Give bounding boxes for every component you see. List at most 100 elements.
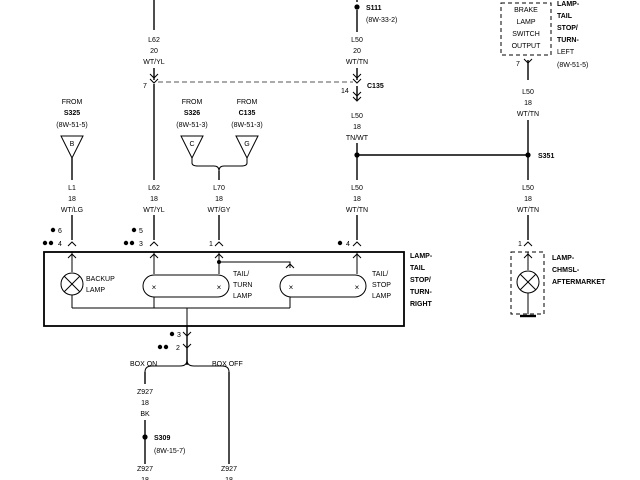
splice-s309-ref: (8W-15-7) xyxy=(154,448,185,455)
brake-switch-pin: 7 xyxy=(516,61,520,68)
pin-1-right: 1 xyxy=(518,241,522,248)
brake-switch-line-2: LAMP xyxy=(516,19,535,26)
wire-l50-right-low-gauge: 18 xyxy=(524,196,532,203)
brake-switch-line-3: SWITCH xyxy=(512,31,540,38)
tail-stop-lamp-label-1: TAIL/ xyxy=(372,271,388,278)
splice-s351-id: S351 xyxy=(538,153,554,160)
wire-z927-c-name: Z927 xyxy=(221,466,237,473)
internal-wire-l70-branch xyxy=(219,261,291,268)
lamp-tail-left-line-3: STOP/ xyxy=(557,25,578,32)
source-s326-pin: C xyxy=(189,141,194,148)
pin-marker-dot xyxy=(337,240,343,246)
source-s325-from: FROM xyxy=(62,99,83,106)
wire-l62-low-color: WT/YL xyxy=(143,207,164,214)
lamp-tail-left-line-5: LEFT xyxy=(557,49,575,56)
wire-l62-top-color: WT/YL xyxy=(143,59,164,66)
internal-chevron-l50 xyxy=(352,253,362,259)
wire-l50-right-low-color: WT/TN xyxy=(517,207,539,214)
pin-marker-dot xyxy=(129,240,135,246)
wire-l62-top-name: L62 xyxy=(148,37,160,44)
tail-turn-lamp-filament-right: × xyxy=(217,283,222,292)
wire-l62-low-gauge: 18 xyxy=(150,196,158,203)
chmsl-label-2: CHMSL- xyxy=(552,267,580,274)
tail-stop-lamp-label-2: STOP xyxy=(372,282,391,289)
lamp-tail-left-line-2: TAIL xyxy=(557,13,573,20)
source-s325-id: S325 xyxy=(64,110,80,117)
source-c135-from: FROM xyxy=(237,99,258,106)
wire-z927-c-gauge: 18 xyxy=(225,477,233,480)
lamp-assembly-title-5: RIGHT xyxy=(410,301,433,308)
internal-chevron-l62 xyxy=(149,253,159,259)
splice-s309-dot xyxy=(142,434,148,440)
connector-c135-name: C135 xyxy=(367,83,384,90)
chmsl-label-3: AFTERMARKET xyxy=(552,279,606,286)
lamp-assembly-title-4: TURN- xyxy=(410,289,432,296)
source-join-brace xyxy=(191,158,248,172)
box-option-brace xyxy=(144,359,230,373)
internal-chevron-l70 xyxy=(214,253,224,259)
tail-stop-lamp-icon xyxy=(279,274,367,298)
pin-marker-dot xyxy=(169,331,175,337)
wire-l70-gauge: 18 xyxy=(215,196,223,203)
source-s326-from: FROM xyxy=(182,99,203,106)
wire-l50-mid-gauge: 18 xyxy=(353,124,361,131)
wire-l1-name: L1 xyxy=(68,185,76,192)
pin-4: 4 xyxy=(58,241,62,248)
pin-marker-dot xyxy=(42,240,48,246)
wire-l50-right-low-name: L50 xyxy=(522,185,534,192)
pin-6: 6 xyxy=(58,228,62,235)
brake-switch-line-4: OUTPUT xyxy=(512,43,542,50)
tail-stop-lamp-filament-right: × xyxy=(355,283,360,292)
pin-3b: 3 xyxy=(177,332,181,339)
wire-l1-color: WT/LG xyxy=(61,207,83,214)
source-c135-ref: (8W-51-3) xyxy=(231,122,262,129)
wire-z927-b-name: Z927 xyxy=(137,466,153,473)
source-s326-id: S326 xyxy=(184,110,200,117)
pin-marker-dot xyxy=(163,344,169,350)
wire-l50-low-gauge: 18 xyxy=(353,196,361,203)
internal-chevron-backup xyxy=(67,253,77,259)
pin-chevron-l50 xyxy=(352,241,362,247)
pin-marker-dot xyxy=(50,227,56,233)
wire-l50-mid-color: TN/WT xyxy=(346,135,369,142)
brake-switch-box xyxy=(500,2,552,56)
box-on-label: BOX ON xyxy=(130,361,157,368)
chmsl-chevron xyxy=(523,253,533,259)
source-s325-ref: (8W-51-5) xyxy=(56,122,87,129)
tail-stop-lamp-label-3: LAMP xyxy=(372,293,391,300)
connector-c135-pin-left: 7 xyxy=(143,83,147,90)
brake-switch-line-1: BRAKE xyxy=(514,7,538,14)
wire-l62-top-gauge: 20 xyxy=(150,48,158,55)
pin-chevron-l70 xyxy=(214,241,224,247)
pin-chevron-l1 xyxy=(67,241,77,247)
wire-l1-gauge: 18 xyxy=(68,196,76,203)
tail-turn-lamp-icon xyxy=(142,274,230,298)
connector-c135-pin-right: 14 xyxy=(341,88,349,95)
source-c135-pin: G xyxy=(244,141,249,148)
source-s325-triangle xyxy=(60,135,84,160)
wire-l50-low-name: L50 xyxy=(351,185,363,192)
ground-chevron-3 xyxy=(182,331,192,337)
wire-l70-name: L70 xyxy=(213,185,225,192)
source-s326-ref: (8W-51-3) xyxy=(176,122,207,129)
wire-l50-low-color: WT/TN xyxy=(346,207,368,214)
lamp-assembly-title-3: STOP/ xyxy=(410,277,431,284)
source-s326-triangle xyxy=(180,135,204,160)
wire-l50-right-top-name: L50 xyxy=(522,89,534,96)
lamp-assembly-title-2: TAIL xyxy=(410,265,426,272)
wire-l70-color: WT/GY xyxy=(208,207,231,214)
wire-l50-mid-name: L50 xyxy=(351,113,363,120)
wire-l50-top-color: WT/TN xyxy=(346,59,368,66)
splice-s111-ref: (8W-33-2) xyxy=(366,17,397,24)
pin-chevron-l62 xyxy=(149,241,159,247)
wire-l50-top-name: L50 xyxy=(351,37,363,44)
pin-4b: 4 xyxy=(346,241,350,248)
pin-5: 5 xyxy=(139,228,143,235)
pin-marker-dot xyxy=(48,240,54,246)
connector-c135-chevron-lower xyxy=(352,91,362,102)
source-c135-triangle xyxy=(235,135,259,160)
wire-z927-a-color: BK xyxy=(140,411,150,418)
wire-z927-a-name: Z927 xyxy=(137,389,153,396)
wire-l50-top-gauge: 20 xyxy=(353,48,361,55)
